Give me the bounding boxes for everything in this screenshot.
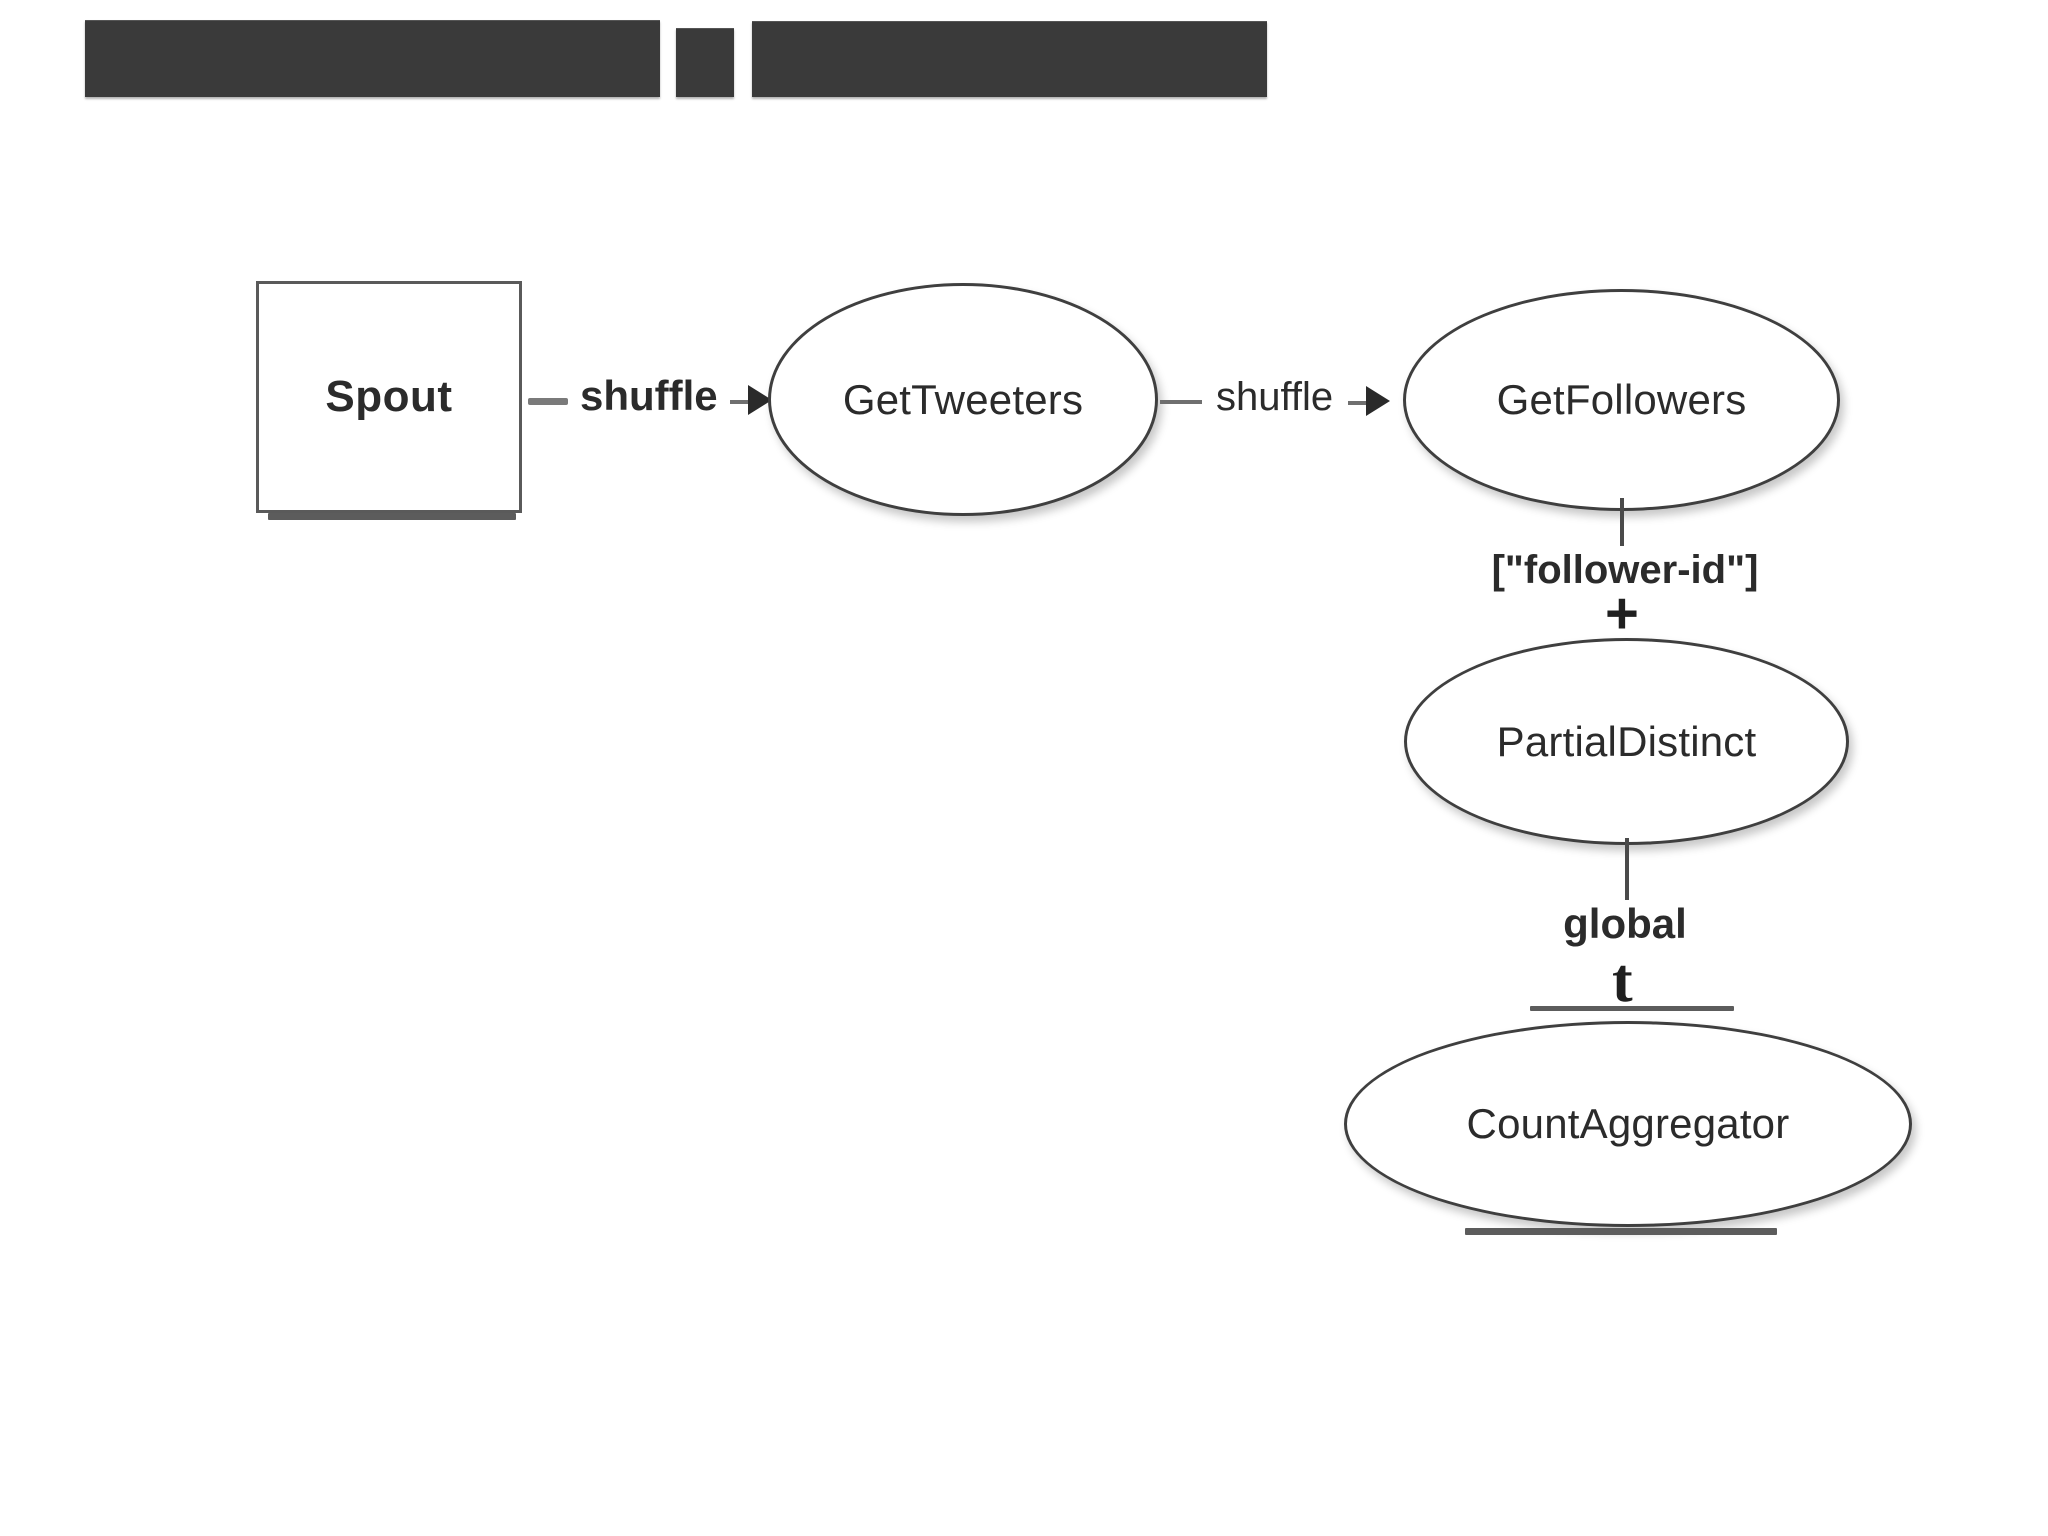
node-count-aggregator-label: CountAggregator [1466,1100,1790,1147]
edge-getfollowers-partialdistinct-line [1620,498,1624,546]
edge-spout-gettweeters-label: shuffle [580,372,718,419]
node-get-followers-label: GetFollowers [1496,376,1747,423]
node-spout-underline [268,513,516,520]
edge-gettweeters-getfollowers-dash [1160,400,1202,404]
edge-partialdistinct-countaggregator-line [1625,838,1629,900]
node-get-tweeters-label: GetTweeters [842,375,1084,423]
edge-getfollowers-partialdistinct-arrow-glyph: + [1605,581,1639,646]
edge-gettweeters-getfollowers-label: shuffle [1216,375,1334,419]
node-count-aggregator-underline [1465,1228,1777,1235]
title-redaction-bar-3 [752,21,1267,97]
edge-getfollowers-partialdistinct-label: ["follower-id"] [1491,548,1759,592]
edge-partialdistinct-countaggregator-arrow-glyph: t [1612,947,1633,1015]
edge-spout-gettweeters-dash [528,398,568,405]
node-count-aggregator-top-line [1530,1006,1734,1011]
node-partial-distinct[interactable]: PartialDistinct [1404,638,1849,845]
node-spout-label: Spout [325,372,453,421]
edge-gettweeters-getfollowers-arrowhead [1366,386,1390,416]
edge-partialdistinct-countaggregator-label: global [1563,900,1687,947]
node-count-aggregator[interactable]: CountAggregator [1344,1021,1912,1227]
title-redaction-bar-2 [676,28,734,97]
node-get-followers[interactable]: GetFollowers [1403,289,1840,511]
node-partial-distinct-label: PartialDistinct [1496,717,1757,765]
edge-gettweeters-getfollowers-line [1348,401,1378,405]
node-spout[interactable]: Spout [256,281,522,513]
title-redaction-bar-1 [85,20,660,97]
edge-spout-gettweeters-line [730,400,762,404]
node-get-tweeters[interactable]: GetTweeters [768,283,1158,516]
